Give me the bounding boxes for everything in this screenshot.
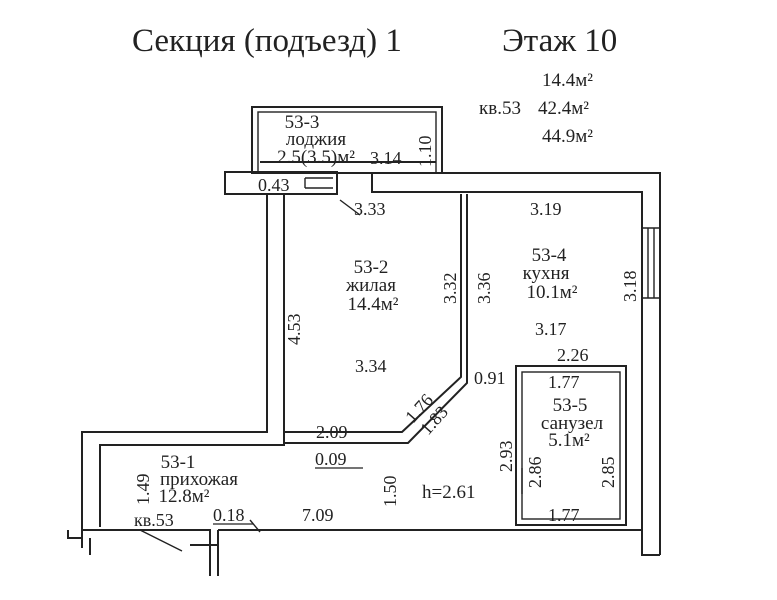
dim-kitchen-left: 3.36 [474,273,494,305]
bottom-inner-wall [218,529,643,545]
dim-niche: 0.91 [474,368,506,388]
top-right-inner-wall [371,173,643,545]
living-top-tick [339,199,361,216]
loggia-inner-wall [257,111,437,174]
dim-kitchen-bottom: 3.17 [535,319,567,339]
hall-area: 12.8м² [159,486,210,507]
living-area: 14.4м² [348,294,399,315]
kitchen-id: 53-4 [532,245,567,266]
bathroom-inner-wall [521,371,621,520]
entry-door-leaf [139,529,183,552]
bathroom-area: 5.1м² [548,430,590,451]
loggia-name: лоджия [286,129,346,150]
room-loggia: 53-3 лоджия 2.5(3.5)м² [277,112,355,168]
dim-living-top: 3.33 [354,199,386,219]
dim-bath-bottom: 1.77 [548,505,580,525]
hall-id: 53-1 [161,452,196,473]
dim-bath-left: 2.86 [525,457,545,489]
floor-title: Этаж 10 [502,23,617,59]
room-living: 53-2 жилая 14.4м² [345,257,399,315]
loggia-area: 2.5(3.5)м² [277,147,355,168]
top-right-outer-wall [372,172,661,555]
left-outer-wall [81,194,268,548]
hall-name: прихожая [160,469,238,490]
dim-bath-top: 1.77 [548,372,580,392]
dim-loggia-depth: 1.10 [415,136,435,168]
dim-living-left: 4.53 [284,314,304,346]
dim-living-wall: 2.09 [316,422,348,442]
living-name: жилая [345,275,396,296]
summary-apartment-label: кв.53 [479,98,521,119]
living-kitchen-partition-1 [284,194,462,433]
room-hall: 53-1 прихожая 12.8м² [159,452,239,507]
entry-apartment-label: кв.53 [134,510,174,530]
kitchen-name: кухня [523,263,570,284]
section-title: Секция (подъезд) 1 [132,23,402,59]
dim-living-right: 3.32 [440,273,460,305]
kitchen-area: 10.1м² [527,282,578,303]
living-kitchen-partition-2 [284,194,468,444]
ceiling-height: h=2.61 [422,482,475,503]
bathroom-name: санузел [541,413,604,434]
dim-kitchen-top: 3.19 [530,199,562,219]
dim-bath-top-outer: 2.26 [557,345,589,365]
dim-loggia-width: 3.14 [370,148,402,168]
dim-hall-left: 1.49 [133,474,153,506]
door-offset-tick [249,519,261,533]
balcony-door-wall [224,171,338,195]
dim-bath-left-outer: 2.93 [496,441,516,473]
walls [67,106,661,576]
dim-living-bottom: 3.34 [355,356,387,376]
dim-door-offset: 0.18 [213,505,245,525]
living-id: 53-2 [354,257,389,278]
left-inner-wall [99,194,285,527]
room-bathroom: 53-5 санузел 5.1м² [541,395,604,451]
room-kitchen: 53-4 кухня 10.1м² [523,245,578,303]
dim-step: 0.09 [315,449,347,469]
loggia-id: 53-3 [285,112,320,133]
dim-door-sill: 0.43 [258,175,290,195]
dim-hall-bottom: 7.09 [302,505,334,525]
bottom-right-corner [641,545,660,556]
summary-total-area: 42.4м² [538,98,589,119]
dim-kitchen-right: 3.18 [620,271,640,303]
bottom-left-wall [82,529,211,576]
bathroom-outer-wall [515,365,627,526]
dim-bath-right: 2.85 [598,457,618,489]
bathroom-id: 53-5 [553,395,588,416]
summary-area-with-loggia: 44.9м² [542,126,593,147]
dim-hall-mid: 1.50 [380,476,400,508]
left-stub [67,530,82,539]
summary-living-area: 14.4м² [542,70,593,91]
